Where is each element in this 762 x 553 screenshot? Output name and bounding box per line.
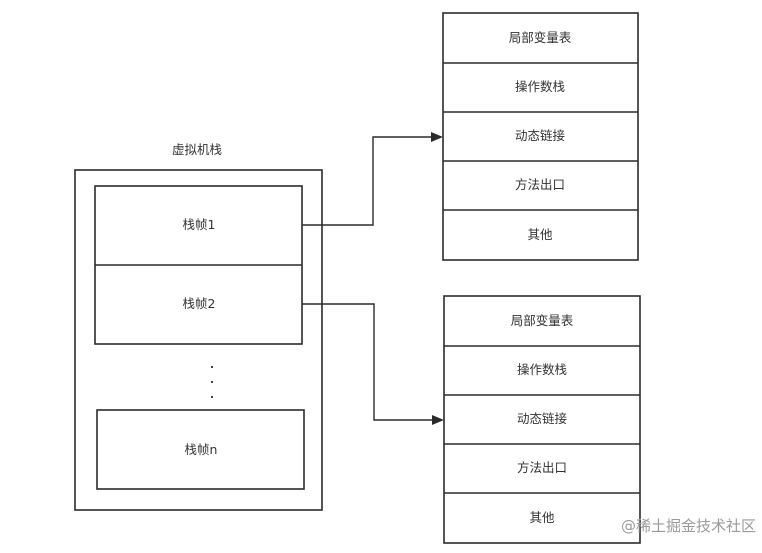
cell-local-variables: 局部变量表 bbox=[509, 30, 572, 45]
arrow-line-2 bbox=[302, 303, 434, 421]
frame-n-box bbox=[96, 409, 305, 490]
arrow-frame-1-to-detail bbox=[302, 132, 443, 226]
frame-detail-table-2: 局部变量表 操作数栈 动态链接 方法出口 其他 bbox=[443, 295, 641, 544]
cell-local-variables: 局部变量表 bbox=[511, 313, 574, 328]
cell-dynamic-linking: 动态链接 bbox=[517, 411, 568, 426]
cell-dynamic-linking: 动态链接 bbox=[515, 128, 566, 143]
cell-operand-stack: 操作数栈 bbox=[517, 362, 567, 377]
ellipsis-dot-2 bbox=[211, 381, 213, 383]
cell-return-address: 方法出口 bbox=[517, 460, 567, 475]
arrow-head-1 bbox=[431, 132, 443, 142]
frame-2-label: 栈帧2 bbox=[183, 296, 216, 311]
watermark-text: @稀土掘金技术社区 bbox=[621, 517, 756, 535]
cell-other: 其他 bbox=[529, 510, 555, 525]
frame-detail-1-border bbox=[442, 12, 639, 261]
arrow-head-2 bbox=[432, 415, 444, 425]
vm-stack-title: 虚拟机栈 bbox=[172, 142, 222, 157]
cell-return-address: 方法出口 bbox=[515, 177, 565, 192]
ellipsis-dot-3 bbox=[211, 396, 213, 398]
frame-1-label: 栈帧1 bbox=[183, 217, 216, 232]
frame-detail-table-1: 局部变量表 操作数栈 动态链接 方法出口 其他 bbox=[442, 12, 639, 261]
arrow-line-1 bbox=[302, 136, 433, 226]
cell-other: 其他 bbox=[527, 227, 553, 242]
frame-detail-2-border bbox=[443, 295, 641, 544]
cell-operand-stack: 操作数栈 bbox=[515, 79, 565, 94]
ellipsis-dot-1 bbox=[211, 366, 213, 368]
frame-n-label: 栈帧n bbox=[185, 442, 218, 457]
arrow-frame-2-to-detail bbox=[302, 303, 444, 425]
